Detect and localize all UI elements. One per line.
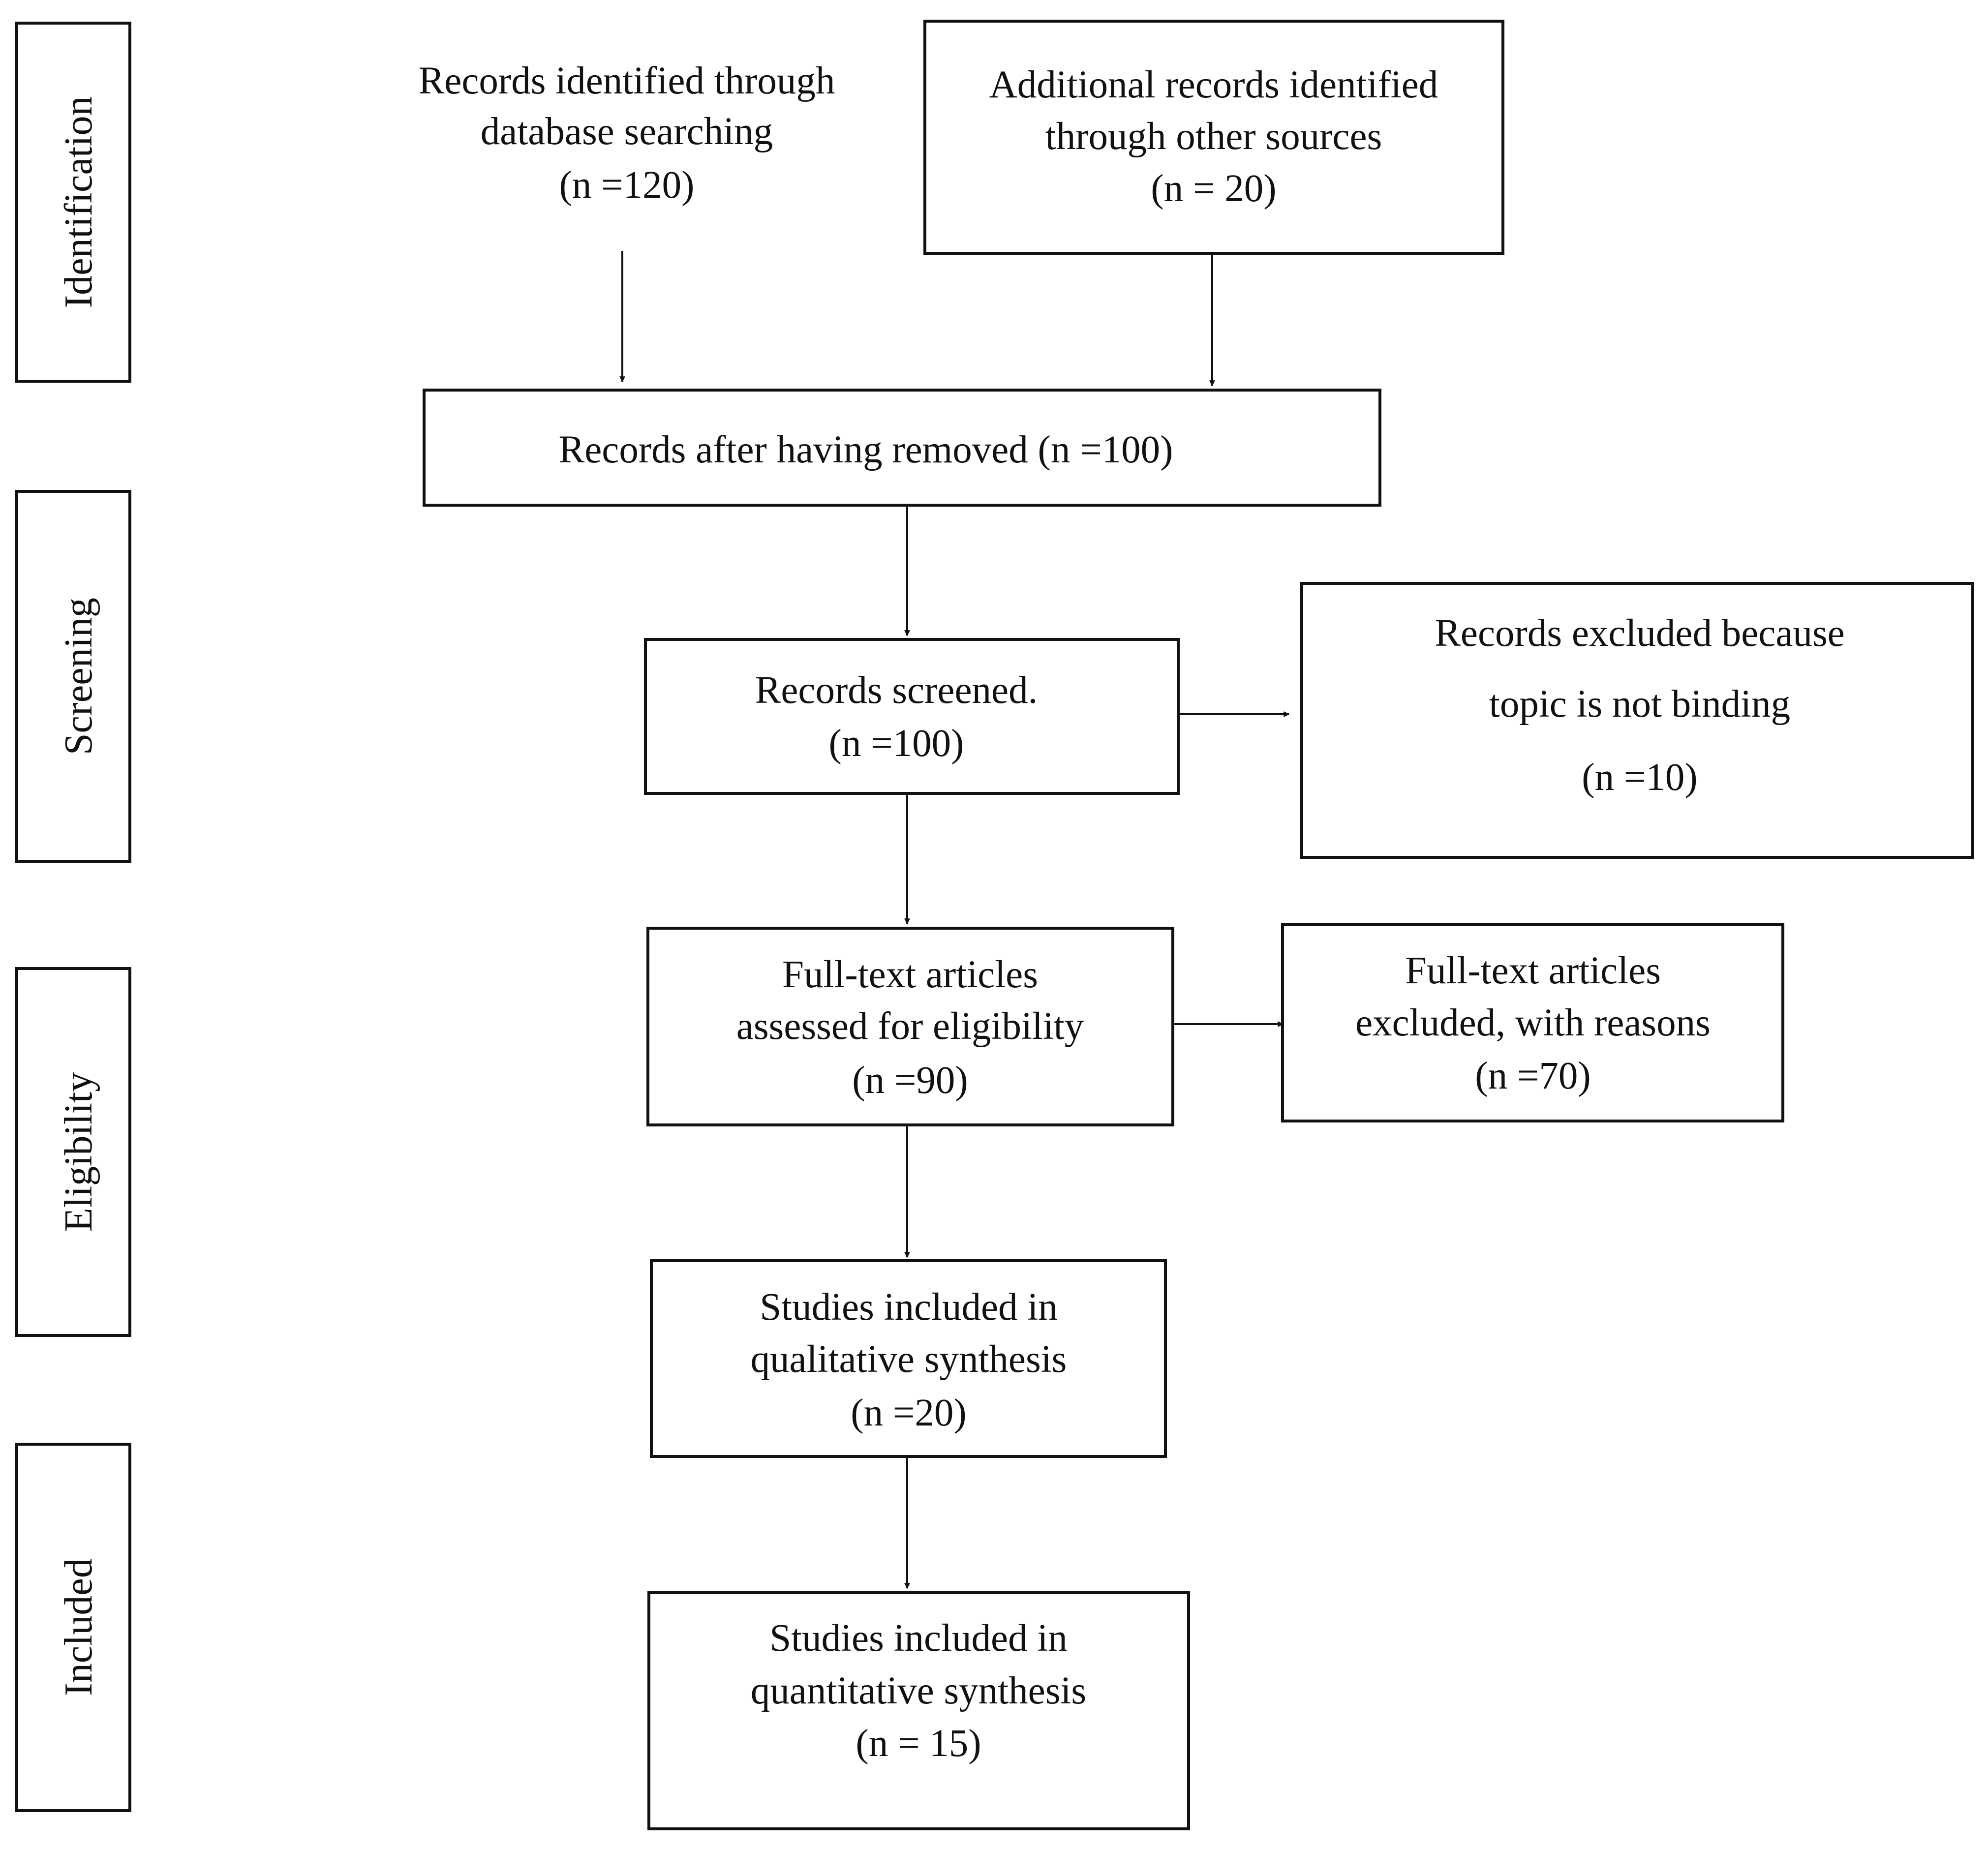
phase-screening-label: Screening — [57, 598, 100, 755]
node-screened-line-1: Records screened. — [755, 669, 1038, 712]
node-excluded-topic: Records excluded because topic is not bi… — [1300, 582, 1974, 859]
phase-screening: Screening — [15, 490, 131, 863]
node-full-text-assessed: Full-text articles assessed for eligibil… — [646, 927, 1174, 1126]
node-screened-line-2: (n =100) — [829, 722, 964, 765]
phase-identification-label: Identification — [57, 96, 100, 308]
node-quantitative-line-1: Studies included in — [769, 1617, 1068, 1660]
node-qualitative-line-3: (n =20) — [851, 1392, 966, 1434]
node-quantitative: Studies included in quantitative synthes… — [647, 1591, 1190, 1830]
phase-identification: Identification — [15, 22, 131, 383]
phase-included-label: Included — [57, 1558, 100, 1696]
node-full-text-assessed-line-1: Full-text articles — [782, 953, 1038, 996]
node-other-sources-line-2: through other sources — [1045, 115, 1382, 158]
node-qualitative: Studies included in qualitative synthesi… — [650, 1259, 1167, 1458]
node-excluded-topic-line-1: Records excluded because — [1435, 612, 1845, 655]
node-database-search-line-2: database searching — [481, 110, 773, 153]
node-quantitative-line-2: quantitative synthesis — [751, 1669, 1086, 1712]
node-qualitative-line-1: Studies included in — [760, 1286, 1058, 1329]
node-database-search-line-1: Records identified through — [419, 60, 835, 102]
node-database-search-line-3: (n =120) — [559, 164, 695, 207]
node-full-text-assessed-line-3: (n =90) — [852, 1059, 968, 1102]
node-full-text-assessed-line-2: assessed for eligibility — [736, 1005, 1084, 1048]
node-other-sources-line-1: Additional records identified — [989, 63, 1438, 106]
node-other-sources: Additional records identified through ot… — [923, 20, 1504, 255]
node-other-sources-line-3: (n = 20) — [1151, 167, 1276, 210]
node-database-search: Records identified through database sear… — [419, 60, 835, 207]
node-after-removed: Records after having removed (n =100) — [423, 389, 1381, 507]
node-full-text-excluded-line-1: Full-text articles — [1405, 949, 1661, 992]
node-full-text-excluded-line-2: excluded, with reasons — [1355, 1001, 1711, 1044]
node-excluded-topic-line-3: (n =10) — [1582, 756, 1697, 799]
phase-eligibility-label: Eligibility — [57, 1072, 100, 1232]
node-quantitative-line-3: (n = 15) — [856, 1722, 981, 1765]
phase-included: Included — [15, 1443, 131, 1812]
node-screened: Records screened. (n =100) — [644, 638, 1180, 795]
node-full-text-excluded-line-3: (n =70) — [1475, 1055, 1590, 1097]
node-full-text-excluded: Full-text articles excluded, with reason… — [1281, 923, 1784, 1122]
node-qualitative-line-2: qualitative synthesis — [751, 1338, 1067, 1381]
node-after-removed-line-1: Records after having removed (n =100) — [559, 428, 1173, 471]
phase-eligibility: Eligibility — [15, 967, 131, 1337]
node-excluded-topic-line-2: topic is not binding — [1489, 683, 1790, 726]
